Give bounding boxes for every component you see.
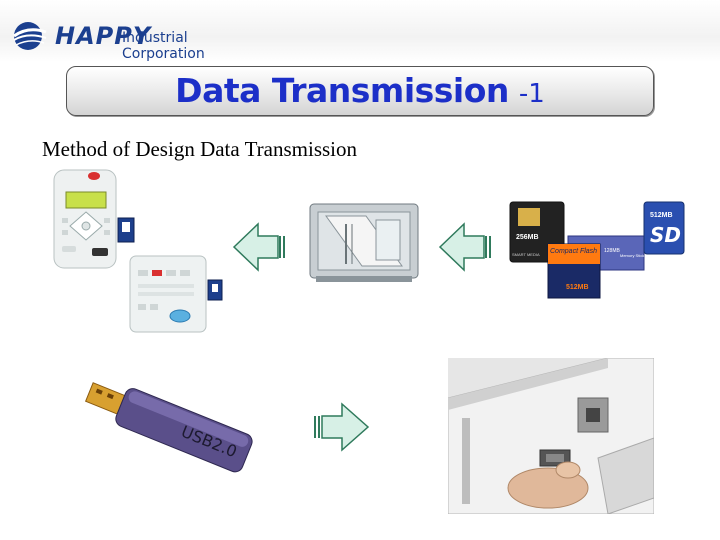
company-logo: HAPPY Industrial Corporation (10, 18, 270, 62)
compact-flash-capacity: 512MB (566, 284, 589, 291)
controller-panel-image (129, 255, 223, 333)
right-arrow-icon (314, 402, 370, 452)
memory-stick-capacity: 128MB (604, 248, 620, 254)
usb-drive-shape (84, 382, 253, 473)
controller-panel-image (53, 169, 135, 269)
compact-flash-label: Compact Flash (550, 248, 598, 255)
memory-card-shapes (509, 201, 685, 299)
usb-drive-image: USB2.0 (76, 372, 260, 482)
page-title: Data Transmission -1 (67, 67, 653, 122)
sd-label: SD (650, 223, 682, 247)
machine-usb-port-photo (448, 358, 654, 514)
memory-stick-label: Memory Stick (620, 253, 645, 258)
left-arrow-icon (438, 222, 491, 272)
smart-media-label: SMART MEDIA (512, 252, 540, 257)
header-band (0, 0, 720, 62)
memory-cards-image: 256MB SMART MEDIA 128MB Memory Stick 512… (508, 196, 688, 302)
section-subtitle: Method of Design Data Transmission (42, 137, 357, 161)
title-box: Data Transmission -1 (66, 66, 654, 116)
title-main: Data Transmission (175, 71, 509, 110)
logo-subtitle: Industrial Corporation (122, 30, 205, 62)
left-arrow-icon (232, 222, 285, 272)
pcmcia-card-image (309, 203, 419, 282)
sd-capacity: 512MB (650, 212, 673, 219)
happy-logo-icon (13, 22, 47, 50)
smart-media-capacity: 256MB (516, 234, 539, 241)
logo-brand: HAPPY (55, 22, 152, 50)
title-suffix: -1 (518, 79, 545, 109)
